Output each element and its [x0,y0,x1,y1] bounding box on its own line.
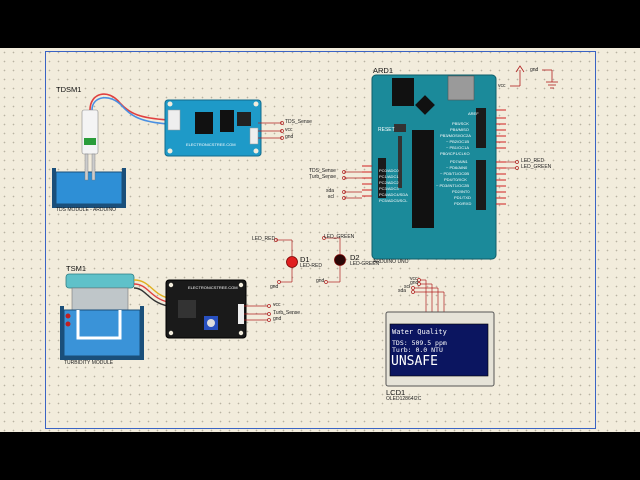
arduino-pin-r0: PB5/SCK [452,121,469,126]
arduino-pin-r3: ~ PB2/OC1B [446,139,470,144]
oled-status: UNSAFE [391,354,438,369]
schematic-drawing [52,65,559,387]
turbidity-board-text: ELECTRONICSTREE.COM [188,285,238,290]
arduino-pin-r9: PD4/T0/XCK [444,177,467,182]
d1-gnd: gnd [270,284,279,290]
arduino-pin-r10: ~ PD3/INT1/OC2B [436,183,470,188]
d1-value: LED-RED [300,263,322,269]
oled-line-3: Turb: 0.0 NTU [392,346,443,354]
led-d2[interactable] [322,236,346,284]
turb-net-gnd: gnd [273,316,282,322]
d1-ref: D1 [300,255,310,264]
oled-display[interactable] [385,278,495,387]
lcd-part: OLED12864I2C [386,396,422,402]
tds-module-caption: TDS MODULE - ARDUINO [56,207,117,213]
arduino-pin-r5: PB0/ICP1/CLKO [440,151,470,156]
arduino-uno[interactable] [342,65,559,260]
tds-board-text: ELECTRONICSTREE.COM [186,142,236,147]
turbidity-module-caption: TURBIDITY MODULE [64,360,114,366]
arduino-pin-r4: ~ PB1/OC1A [446,145,470,150]
arduino-pin-l2: PC2/ADC2 [379,180,399,185]
arduino-pin-l1: PC1/ADC1 [379,174,399,179]
net-sda: sda [326,188,335,194]
turbidity-module[interactable] [60,273,271,360]
lcd-net-scl: scl [404,284,411,290]
arduino-caption: ARDUINO UNO [373,259,409,265]
oled-line-1: Water Quality [392,328,447,336]
net-turb-sense: Turb_Sense [309,174,337,180]
arduino-pin-r7: ~ PD6/AIN0 [446,165,468,170]
turbidity-module-ref: TSM1 [66,264,87,273]
net-led-green: LED_GREEN [521,164,552,170]
arduino-pin-l4: PC4/ADC4/SDA [379,192,408,197]
vcc-label: vcc [498,83,506,89]
arduino-pin-r11: PD2/INT0 [452,189,470,194]
net-tds-sense: TDS_Sense [309,168,336,174]
schematic-sheet-border [45,51,596,429]
lcd-net-gnd: gnd [410,280,419,286]
lcd-net-vcc: vcc [410,276,418,282]
tds-module[interactable] [52,93,284,208]
d1-net: LED_RED [252,236,276,242]
arduino-pin-l5: PC5/ADC5/SCL [379,198,408,203]
arduino-pin-l0: PC0/ADC0 [379,168,399,173]
led-d1[interactable] [274,238,298,284]
schematic-canvas[interactable]: TDSM1 TDS MODULE - ARDUINO ELECTRONICSTR… [0,48,640,432]
d2-net: LED_GREEN [324,234,355,240]
lcd-ref: LCD1 [386,388,406,397]
arduino-pin-l3: PC3/ADC3 [379,186,399,191]
arduino-pin-r12: PD1/TXD [454,195,471,200]
tds-module-ref: TDSM1 [56,85,82,94]
tds-net-gnd: gnd [285,134,294,140]
aref-label: AREF [468,111,479,116]
gnd-label: gnd [530,67,539,73]
turb-net-sense: Turb_Sense [273,310,301,316]
turb-net-vcc: vcc [273,302,281,308]
lcd-net-sda: sda [398,288,407,294]
arduino-pin-r2: PB3/MOSI/OC2A [440,133,471,138]
net-led-red: LED_RED [521,158,545,164]
net-scl: scl [328,194,335,200]
d2-ref: D2 [350,253,360,262]
arduino-pin-r13: PD0/RXD [454,201,472,206]
d2-value: LED-GREEN [350,261,380,267]
tds-net-tds-sense: TDS_Sense [285,119,312,125]
tds-net-vcc: vcc [285,127,293,133]
reset-label: RESET [378,127,395,133]
d2-gnd: gnd [316,278,325,284]
oled-line-2: TDS: 509.5 ppm [392,339,447,347]
arduino-pin-r6: PD7/AIN1 [450,159,468,164]
arduino-pin-r1: PB4/MISO [450,127,469,132]
arduino-ref: ARD1 [373,66,394,75]
arduino-pin-r8: ~ PD5/T1/OC0B [440,171,470,176]
